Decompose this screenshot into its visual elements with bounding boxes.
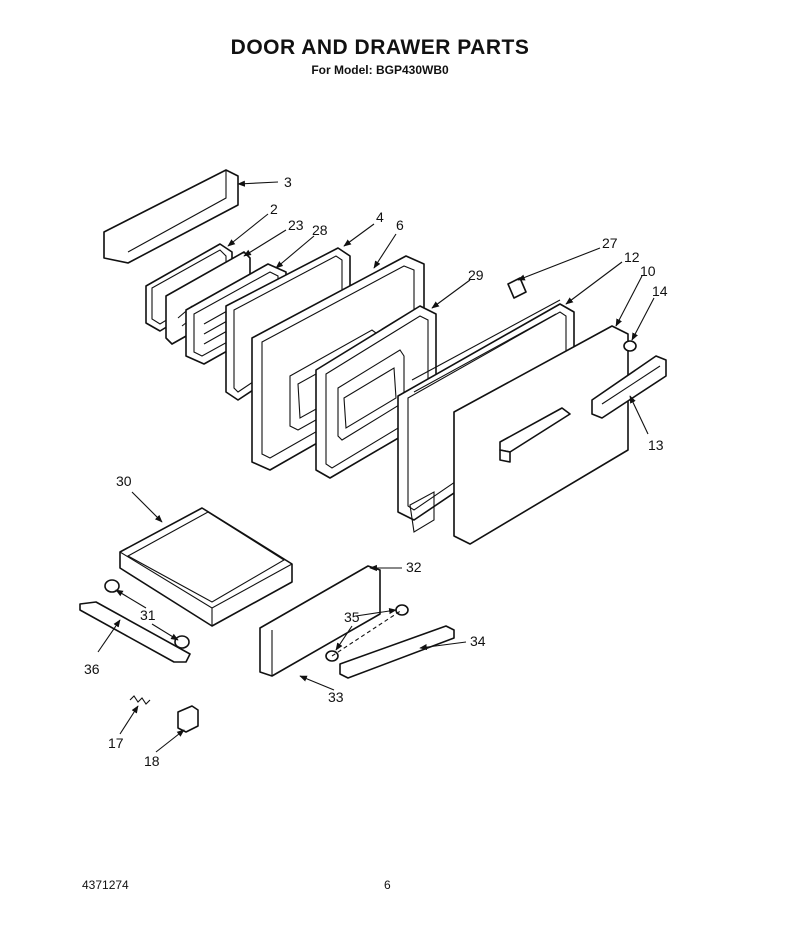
leader-35b bbox=[335, 625, 353, 651]
callout-2: 2 bbox=[270, 201, 278, 217]
part-30-drawer bbox=[119, 507, 293, 627]
leader-34 bbox=[419, 641, 467, 651]
page-number: 6 bbox=[384, 878, 391, 892]
callout-27: 27 bbox=[602, 235, 618, 251]
door-handle-inner bbox=[499, 407, 571, 463]
callout-6: 6 bbox=[396, 217, 404, 233]
part-33-drawer-front bbox=[259, 565, 381, 677]
callout-13: 13 bbox=[648, 437, 664, 453]
callout-30: 30 bbox=[116, 473, 132, 489]
leader-23 bbox=[243, 229, 287, 257]
part-3-insulation bbox=[103, 169, 239, 264]
callout-10: 10 bbox=[640, 263, 656, 279]
leader-36 bbox=[97, 619, 121, 653]
leader-31b bbox=[151, 623, 179, 641]
part-14-end-cap bbox=[623, 340, 637, 352]
part-18-bracket bbox=[177, 705, 199, 733]
callout-28: 28 bbox=[312, 222, 328, 238]
leader-28 bbox=[275, 235, 315, 269]
callout-33: 33 bbox=[328, 689, 344, 705]
leader-12 bbox=[565, 261, 623, 305]
part-13-handle bbox=[591, 355, 667, 419]
callout-3: 3 bbox=[284, 174, 292, 190]
document-number: 4371274 bbox=[82, 878, 129, 892]
model-subtitle: For Model: BGP430WB0 bbox=[311, 63, 449, 77]
part-10-outer-door bbox=[453, 325, 629, 545]
callout-31: 31 bbox=[140, 607, 156, 623]
part-27-screw bbox=[507, 277, 527, 299]
callout-12: 12 bbox=[624, 249, 640, 265]
leader-13 bbox=[629, 395, 649, 435]
leader-3 bbox=[237, 180, 279, 187]
leader-30 bbox=[131, 491, 163, 523]
leader-33 bbox=[299, 675, 335, 691]
leader-14 bbox=[631, 297, 655, 341]
part-17-spring bbox=[129, 695, 151, 705]
callout-32: 32 bbox=[406, 559, 422, 575]
callout-34: 34 bbox=[470, 633, 486, 649]
callout-36: 36 bbox=[84, 661, 100, 677]
leader-4 bbox=[343, 223, 375, 247]
callout-18: 18 bbox=[144, 753, 160, 769]
leader-18 bbox=[155, 729, 185, 753]
leader-27 bbox=[517, 247, 601, 281]
leader-10 bbox=[615, 275, 643, 327]
part-34-drawer-handle bbox=[339, 625, 455, 679]
leader-2 bbox=[227, 213, 269, 247]
leader-31a bbox=[115, 589, 147, 609]
callout-17: 17 bbox=[108, 735, 124, 751]
page-title: DOOR AND DRAWER PARTS bbox=[230, 36, 530, 59]
callout-23: 23 bbox=[288, 217, 304, 233]
leader-35a bbox=[355, 607, 397, 617]
leader-6 bbox=[373, 233, 397, 269]
leader-17 bbox=[119, 705, 139, 735]
callout-35: 35 bbox=[344, 609, 360, 625]
callout-29: 29 bbox=[468, 267, 484, 283]
callout-4: 4 bbox=[376, 209, 384, 225]
leader-29 bbox=[431, 279, 471, 309]
part-31-rollers bbox=[104, 579, 190, 649]
part-36-drawer-rail bbox=[79, 601, 191, 663]
callout-14: 14 bbox=[652, 283, 668, 299]
